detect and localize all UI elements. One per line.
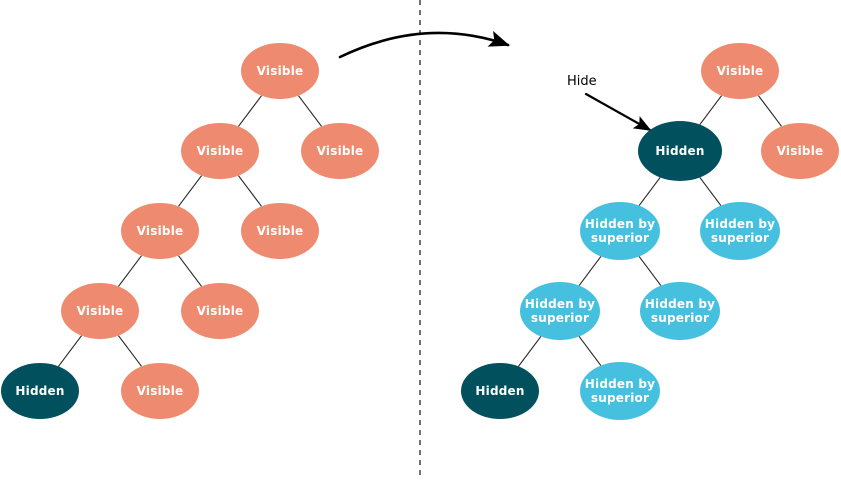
tree-node-label: Hidden (15, 384, 65, 398)
tree-node-visible[interactable]: Visible (181, 123, 259, 179)
tree-node-label: Hidden by superior (704, 217, 776, 245)
tree-node-label: Visible (776, 144, 824, 158)
tree-node-label: Visible (136, 224, 184, 238)
tree-node-hidden[interactable]: Hidden (638, 121, 722, 181)
tree-node-visible[interactable]: Visible (181, 283, 259, 339)
tree-node-visible[interactable]: Visible (701, 43, 779, 99)
tree-node-label: Visible (256, 224, 304, 238)
tree-node-hidden-by-superior[interactable]: Hidden by superior (640, 282, 720, 340)
hide-annotation-label: Hide (567, 74, 597, 89)
tree-node-label: Visible (196, 144, 244, 158)
tree-node-visible[interactable]: Visible (241, 203, 319, 259)
tree-node-label: Visible (716, 64, 764, 78)
tree-node-label: Hidden by superior (584, 217, 656, 245)
tree-node-hidden[interactable]: Hidden (461, 363, 539, 419)
tree-node-label: Hidden by superior (644, 297, 716, 325)
tree-node-hidden-by-superior[interactable]: Hidden by superior (580, 362, 660, 420)
tree-node-hidden-by-superior[interactable]: Hidden by superior (580, 202, 660, 260)
tree-node-hidden-by-superior[interactable]: Hidden by superior (700, 202, 780, 260)
tree-node-label: Hidden by superior (584, 377, 656, 405)
tree-node-label: Hidden (655, 144, 705, 158)
tree-node-label: Visible (76, 304, 124, 318)
tree-node-visible[interactable]: Visible (121, 363, 199, 419)
tree-node-visible[interactable]: Visible (121, 203, 199, 259)
tree-node-hidden[interactable]: Hidden (1, 363, 79, 419)
tree-node-label: Visible (136, 384, 184, 398)
tree-node-visible[interactable]: Visible (61, 283, 139, 339)
tree-node-label: Visible (196, 304, 244, 318)
tree-node-label: Hidden by superior (524, 297, 596, 325)
tree-node-visible[interactable]: Visible (241, 43, 319, 99)
tree-node-label: Visible (316, 144, 364, 158)
tree-node-visible[interactable]: Visible (761, 123, 839, 179)
tree-node-label: Hidden (475, 384, 525, 398)
tree-node-hidden-by-superior[interactable]: Hidden by superior (520, 282, 600, 340)
tree-node-label: Visible (256, 64, 304, 78)
tree-node-visible[interactable]: Visible (301, 123, 379, 179)
